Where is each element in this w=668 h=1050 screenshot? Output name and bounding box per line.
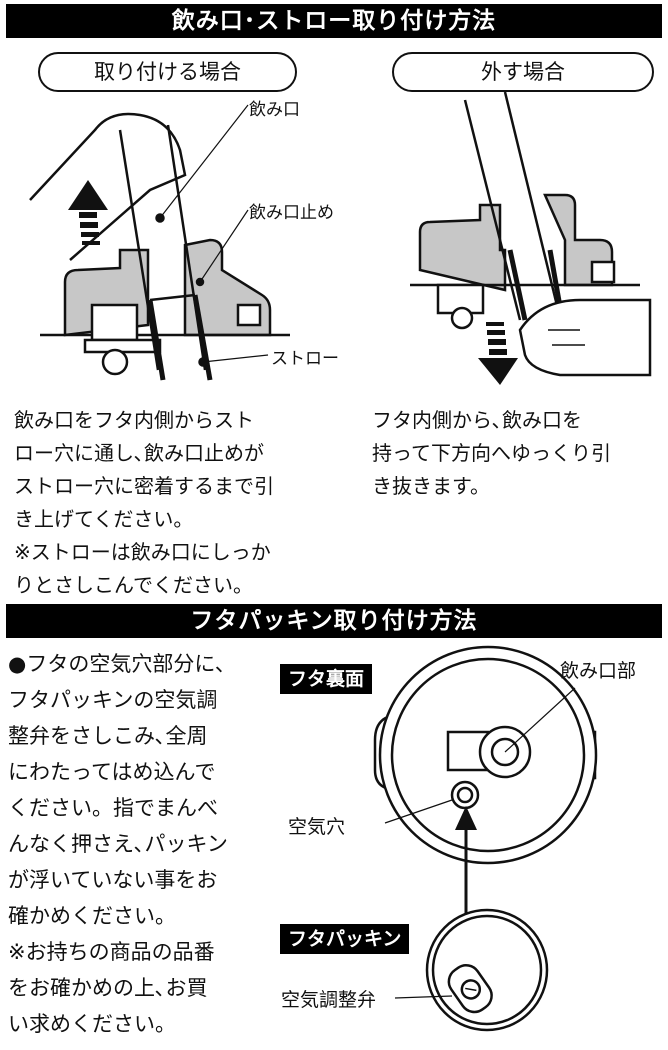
up-arrow-icon: [68, 180, 108, 245]
section-title-packing: フタパッキン取り付け方法: [6, 604, 662, 638]
label-air-hole: 空気穴: [288, 816, 346, 838]
label-straw: ストロー: [271, 349, 339, 369]
detach-pill: 外す場合: [392, 52, 654, 92]
attach-pill: 取り付ける場合: [38, 52, 297, 92]
packing-note: ※お持ちの商品の品番: [8, 940, 215, 964]
label-mouth-part: 飲み口部: [560, 660, 637, 682]
down-arrow-icon: [478, 322, 518, 385]
label-air-valve: 空気調整弁: [281, 989, 377, 1011]
attach-note: ※ストローは飲み口にしっか: [14, 540, 271, 564]
attach-description: 飲み口をフタ内側からスト ロー穴に通し､飲み口止めが ストロー穴に密着するまで引…: [14, 408, 274, 597]
up-arrow-icon: [455, 806, 477, 830]
section-title-straw: 飲み口･ストロー取り付け方法: [6, 4, 662, 38]
detach-description: フタ内側から､飲み口を 持って下方向へゆっくり引 き抜きます。: [372, 408, 611, 498]
lid-back-illustration: [373, 645, 598, 980]
tag-lid-back: フタ裏面: [280, 664, 373, 694]
packing-illustration: [394, 908, 549, 1032]
label-mouthpiece-stopper: 飲み口止め: [249, 203, 334, 223]
detach-illustration: [410, 91, 652, 377]
tag-packing: フタパッキン: [280, 924, 410, 954]
packing-description: ●フタの空気穴部分に､ フタパッキンの空気調 整弁をさしこみ､全周 にわたっては…: [8, 652, 228, 1036]
attach-illustration: [29, 104, 290, 381]
label-mouthpiece: 飲み口: [249, 100, 300, 120]
